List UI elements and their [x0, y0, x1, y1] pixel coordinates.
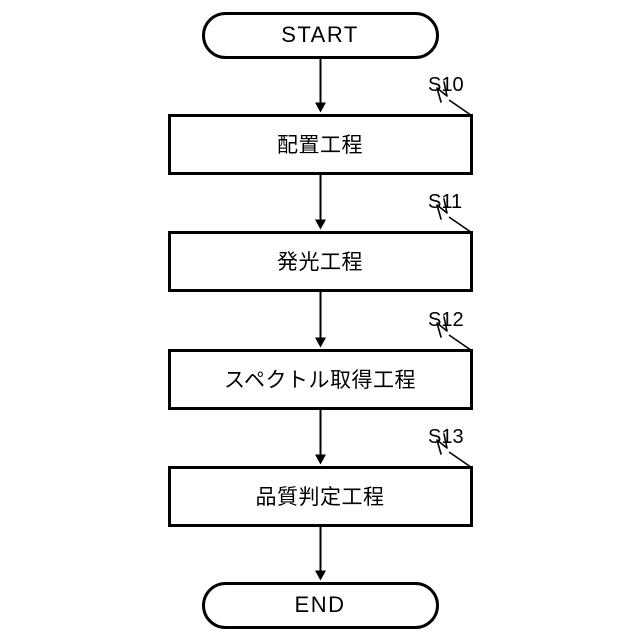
break-squiggle-s11	[436, 198, 448, 220]
break-squiggle-s13	[436, 433, 448, 455]
start-terminal-shape	[202, 12, 439, 59]
leader-line-s11	[448, 216, 472, 234]
process-box-s11	[168, 231, 473, 292]
end-terminal-shape	[202, 582, 439, 629]
step-id-s10: S10	[428, 74, 464, 96]
step-id-s11: S11	[428, 191, 463, 213]
process-box-s10	[168, 114, 473, 175]
process-box-s12	[168, 349, 473, 410]
break-squiggle-s12	[436, 316, 448, 338]
leader-line-s10	[448, 99, 472, 117]
process-box-s13	[168, 466, 473, 527]
step-id-s12: S12	[428, 309, 464, 331]
break-squiggle-s10	[436, 81, 448, 103]
leader-line-s12	[448, 334, 472, 352]
leader-line-s13	[448, 451, 472, 469]
step-id-s13: S13	[428, 426, 464, 448]
